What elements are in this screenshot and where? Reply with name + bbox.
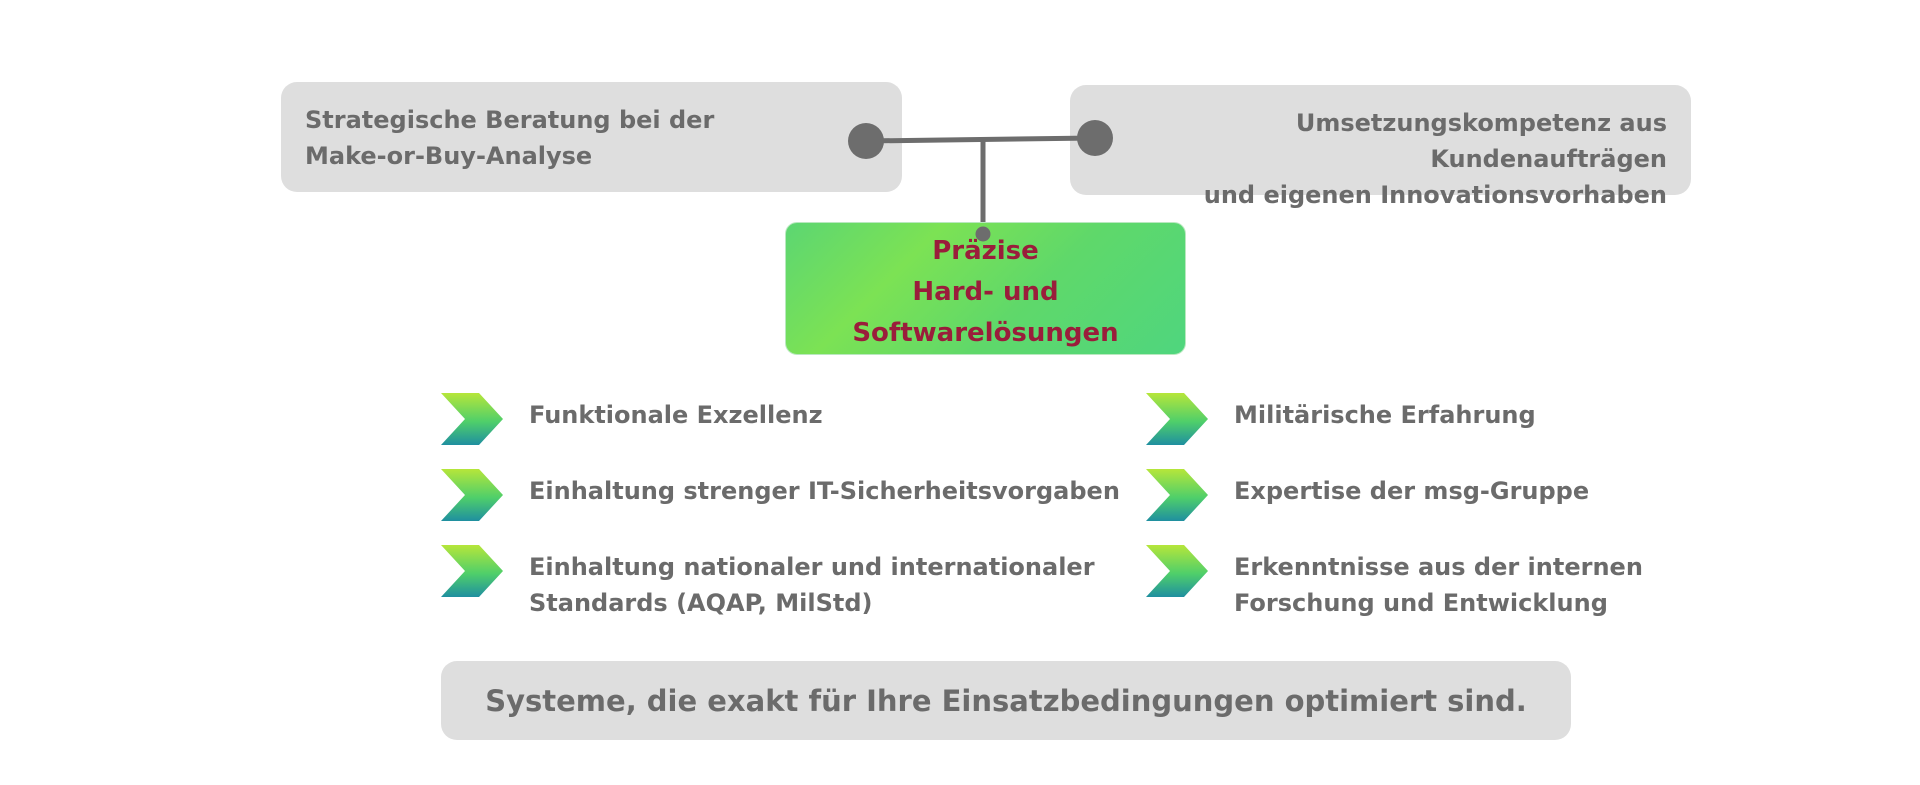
chevron-right-icon bbox=[441, 393, 503, 445]
feature-military-experience: Militärische Erfahrung bbox=[1146, 393, 1536, 445]
feature-msg-expertise: Expertise der msg-Gruppe bbox=[1146, 469, 1589, 521]
feature-it-security: Einhaltung strenger IT-Sicherheitsvorgab… bbox=[441, 469, 1120, 521]
feature-label: Erkenntnisse aus der internen Forschung … bbox=[1234, 553, 1643, 617]
chevron-right-icon bbox=[1146, 545, 1208, 597]
implementation-box: Umsetzungskompetenz aus Kundenaufträgen … bbox=[1070, 85, 1691, 209]
chevron-right-icon bbox=[441, 545, 503, 597]
feature-label: Militärische Erfahrung bbox=[1234, 401, 1536, 429]
feature-label: Einhaltung nationaler und internationale… bbox=[529, 553, 1095, 617]
feature-label: Funktionale Exzellenz bbox=[529, 401, 823, 429]
feature-research: Erkenntnisse aus der internen Forschung … bbox=[1146, 545, 1643, 621]
tagline-text: Systeme, die exakt für Ihre Einsatzbedin… bbox=[485, 683, 1527, 718]
feature-functional-excellence: Funktionale Exzellenz bbox=[441, 393, 823, 445]
feature-label: Einhaltung strenger IT-Sicherheitsvorgab… bbox=[529, 477, 1120, 505]
core-solution-title: Präzise Hard- und Softwarelösungen bbox=[852, 236, 1119, 348]
feature-standards: Einhaltung nationaler und internationale… bbox=[441, 545, 1095, 621]
feature-label: Expertise der msg-Gruppe bbox=[1234, 477, 1590, 505]
center-connector-node bbox=[975, 226, 991, 242]
tagline-box: Systeme, die exakt für Ihre Einsatzbedin… bbox=[441, 661, 1571, 740]
chevron-right-icon bbox=[1146, 469, 1208, 521]
core-solution-box: Präzise Hard- und Softwarelösungen bbox=[785, 222, 1186, 355]
strategy-text: Strategische Beratung bei der Make-or-Bu… bbox=[305, 106, 715, 170]
chevron-right-icon bbox=[1146, 393, 1208, 445]
implementation-text: Umsetzungskompetenz aus Kundenaufträgen … bbox=[1203, 109, 1667, 209]
chevron-right-icon bbox=[441, 469, 503, 521]
strategy-box: Strategische Beratung bei der Make-or-Bu… bbox=[281, 82, 902, 192]
